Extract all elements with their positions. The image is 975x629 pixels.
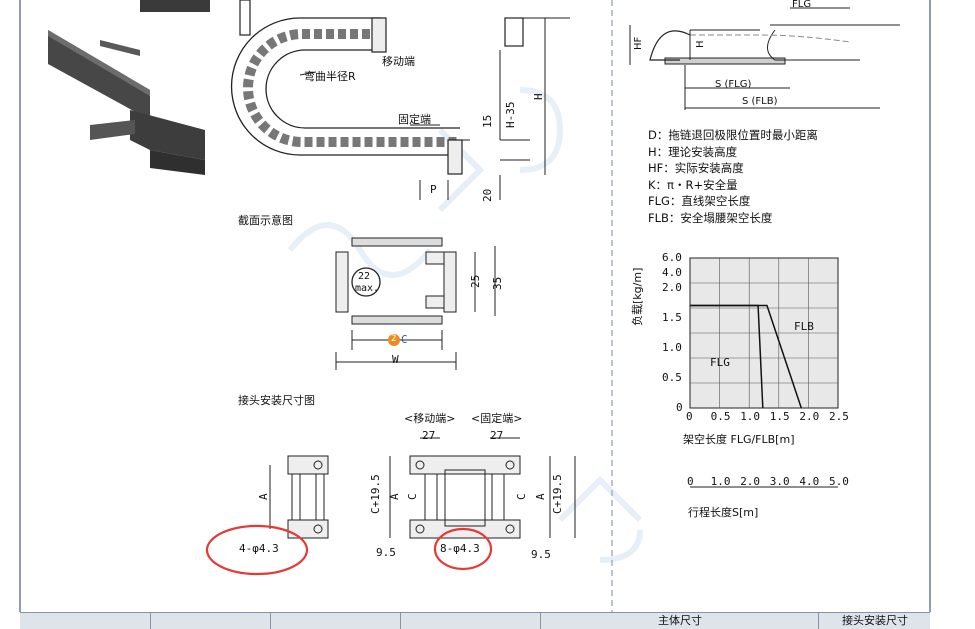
legend-h: H：理论安装高度 [648,145,738,159]
x-tick: 1.5 [769,410,790,423]
y-tick: 6.0 [662,251,682,264]
label-moving-end: 移动端 [382,55,415,68]
chart-ylabel: 负载[kg/m] [631,267,644,326]
top-sflb: S (FLB) [742,96,778,107]
label-fixed-end: 固定端 [398,113,431,126]
joint-title: 接头安装尺寸图 [238,394,315,407]
max22-bottom: max. [355,283,380,294]
c-badge: 2 [391,334,397,344]
legend-flb: FLB：安全塌腰架空长度 [648,211,773,225]
main-dims-header: 主体尺寸 [540,613,819,629]
chain-side-view [230,0,570,200]
dim-a3: A [534,493,547,500]
x-tick: 0 [686,410,693,423]
install-figure [629,7,900,110]
y-tick: 1.0 [662,341,682,354]
red-highlight-8 [433,527,493,571]
x-tick: 1.0 [740,410,761,423]
dim-20: 20 [481,188,494,202]
dim-15: 15 [481,114,494,128]
secondary-x-tick: 2.0 [740,475,761,488]
legend-k: K：π・R+安全量 [648,178,738,192]
x-tick: 0.5 [710,410,731,423]
secondary-x-tick: 3.0 [769,475,790,488]
bottom-table-header: 主体尺寸 接头安装尺寸 [20,612,930,629]
series-label-flb: FLB [794,320,814,333]
joint-dims-header: 接头安装尺寸 [818,613,931,629]
red-highlight-4 [205,524,309,576]
hole-8: 8-φ4.3 [440,542,480,555]
dim-h: H [532,93,545,100]
dim-a1: A [257,493,270,500]
c-mark: C [401,333,408,346]
series-flb [690,304,803,409]
dim-p: P [430,183,437,196]
dim-h-35: H-35 [504,101,517,129]
hole-4: 4-φ4.3 [239,542,279,555]
y-tick: 0 [676,401,683,414]
dim-c1: C [406,493,419,500]
product-photo [48,0,210,175]
secondary-x-tick: 0 [687,475,694,488]
dim-95b: 9.5 [531,548,551,561]
y-tick: 4.0 [662,266,682,279]
x-tick: 2.5 [829,410,849,423]
legend-flg: FLG：直线架空长度 [648,194,751,208]
y-tick: 0.5 [662,371,682,384]
y-tick: 2.0 [662,281,682,294]
chart-secondary-xlabel: 行程长度S[m] [688,506,759,519]
dim-35: 35 [491,276,504,290]
secondary-x-tick: 1.0 [710,475,731,488]
fixed-head: <固定端> [471,412,523,425]
dim-c2: C [515,493,528,500]
top-flg: FLG [792,0,812,10]
joint-drawings [269,437,576,539]
top-sflg: S (FLG) [715,79,752,90]
load-chart [689,257,839,488]
dim-27a: 27 [422,429,436,442]
y-tick: 1.5 [662,311,682,324]
label-bend-radius: 弯曲半径R [304,70,356,83]
max22-top: 22 [358,271,371,282]
dim-27b: 27 [490,429,504,442]
top-h: H [695,40,706,48]
secondary-x-tick: 4.0 [799,475,820,488]
dim-c19a: C+19.5 [369,474,382,514]
cross-section [335,237,496,370]
section-title: 截面示意图 [238,214,293,227]
legend-d: D：拖链退回极限位置时最小距离 [648,128,818,142]
chart-xlabel: 架空长度 FLG/FLB[m] [683,433,795,446]
dim-c19b: C+19.5 [551,474,564,514]
series-label-flg: FLG [710,356,730,369]
watermark [287,87,643,563]
x-tick: 2.0 [799,410,820,423]
legend-hf: HF：实际安装高度 [648,161,744,175]
dim-25: 25 [469,274,482,288]
secondary-x-tick: 5.0 [829,475,849,488]
moving-head: <移动端> [404,412,456,425]
dim-95a: 9.5 [376,546,396,559]
dim-a2: A [388,493,401,500]
dim-w: W [392,353,399,366]
top-hf: HF [633,36,644,50]
